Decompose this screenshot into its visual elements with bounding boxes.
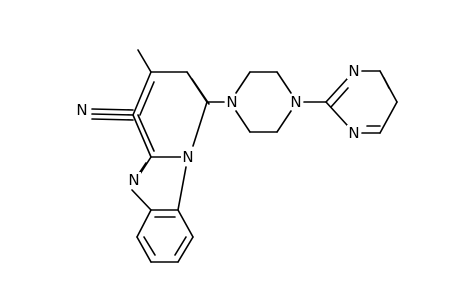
atom-label-background: [75, 102, 89, 118]
atom-labels: N N N N N N N: [75, 62, 361, 189]
atom-label-n_imine: N: [128, 171, 139, 189]
atom-label-n_pyr1: N: [348, 62, 359, 80]
bond-lines: [91, 49, 398, 263]
atom-label-n_pip1: N: [226, 93, 237, 111]
atom-label-n_bridge: N: [182, 148, 193, 166]
atom-label-n_pyr2: N: [348, 124, 359, 142]
atom-label-background: [181, 149, 195, 165]
atom-label-background: [289, 94, 303, 110]
atom-label-background: [225, 94, 239, 110]
atom-label-n_nitrile: N: [76, 101, 87, 119]
atom-label-n_pip2: N: [290, 93, 301, 111]
atom-label-background: [347, 125, 361, 141]
atom-label-background: [127, 172, 141, 188]
atom-label-background: [347, 63, 361, 79]
